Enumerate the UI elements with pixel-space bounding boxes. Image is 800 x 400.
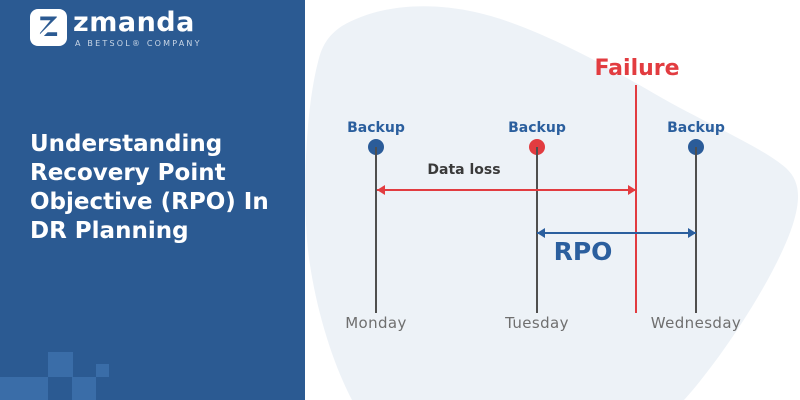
arrowhead-right-icon <box>688 228 696 238</box>
data-loss-arrow <box>377 185 636 195</box>
pixel-square-decoration <box>48 352 73 377</box>
page-title: Understanding Recovery Point Objective (… <box>30 131 269 244</box>
failure-label: Failure <box>594 56 680 81</box>
backup-label: Backup <box>347 120 405 136</box>
blob-shape <box>305 6 798 400</box>
failure-line <box>635 85 637 313</box>
pixel-square-decoration <box>72 377 96 400</box>
day-label: Wednesday <box>650 314 742 332</box>
rpo-label: RPO <box>553 237 613 266</box>
pixel-square-decoration <box>0 377 48 400</box>
timeline-line <box>375 147 377 313</box>
day-label: Tuesday <box>505 314 569 332</box>
timeline-line <box>695 147 697 313</box>
zmanda-logo-icon: Z <box>30 9 67 46</box>
pixel-square-decoration <box>96 364 109 377</box>
data-loss-label: Data loss <box>427 162 501 178</box>
arrowhead-right-icon <box>628 185 636 195</box>
backup-label: Backup <box>508 120 566 136</box>
arrowhead-left-icon <box>537 228 545 238</box>
timeline-tuesday: Backup Tuesday <box>477 0 597 400</box>
timeline-wednesday: Backup Wednesday <box>636 0 756 400</box>
brand-panel: Z zmanda A BETSOL® COMPANY Understanding… <box>0 0 305 400</box>
day-label: Monday <box>345 314 407 332</box>
timeline-monday: Backup Monday <box>316 0 436 400</box>
arrowhead-left-icon <box>377 185 385 195</box>
brand-tagline: A BETSOL® COMPANY <box>75 39 202 48</box>
backup-label: Backup <box>667 120 725 136</box>
rpo-arrow <box>537 228 696 238</box>
brand-name: zmanda <box>73 7 195 38</box>
